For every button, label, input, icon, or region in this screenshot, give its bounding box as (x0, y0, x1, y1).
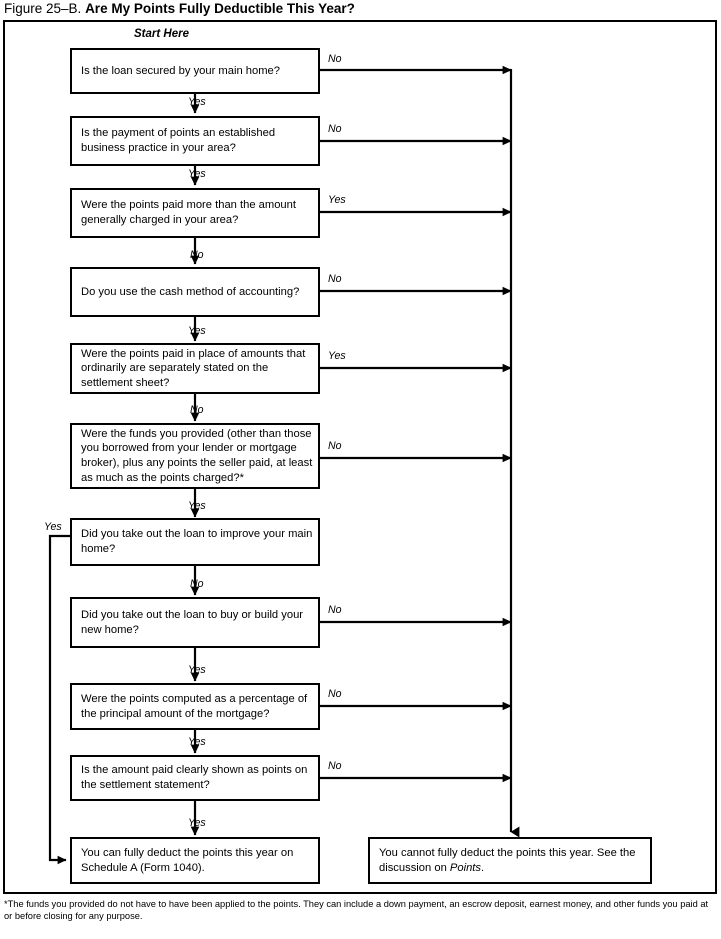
branch-label-q5-no: No (190, 404, 204, 416)
branch-label-q2-yes: Yes (188, 168, 206, 180)
decision-node-q3[interactable]: Were the points paid more than the amoun… (70, 188, 320, 238)
branch-label-q4-no: No (328, 273, 342, 285)
footnote-text: *The funds you provided do not have to h… (4, 899, 709, 921)
decision-node-q5[interactable]: Were the points paid in place of amounts… (70, 343, 320, 394)
outcome-node-not-deductible[interactable]: You cannot fully deduct the points this … (368, 837, 652, 884)
branch-label-q10-no: No (328, 760, 342, 772)
figure-number: Figure 25–B. (4, 1, 82, 16)
node-text: Were the points computed as a percentage… (81, 692, 308, 720)
node-text: Were the points paid more than the amoun… (81, 199, 296, 226)
branch-label-q9-yes: Yes (188, 736, 206, 748)
decision-node-q1[interactable]: Is the loan secured by your main home? (70, 48, 320, 94)
branch-label-q2-no: No (328, 123, 342, 135)
branch-label-q5-yes: Yes (328, 350, 346, 362)
node-text: Did you take out the loan to buy or buil… (81, 608, 304, 636)
branch-label-q7-yes: Yes (44, 521, 62, 533)
node-text: Do you use the cash method of accounting… (81, 285, 300, 298)
branch-label-q1-yes: Yes (188, 96, 206, 108)
node-text: Did you take out the loan to improve you… (81, 528, 313, 555)
branch-label-q9-no: No (328, 688, 342, 700)
branch-label-q4-yes: Yes (188, 325, 206, 337)
decision-node-q4[interactable]: Do you use the cash method of accounting… (70, 267, 320, 317)
decision-node-q9[interactable]: Were the points computed as a percentage… (70, 683, 320, 730)
branch-label-q10-yes: Yes (188, 817, 206, 829)
node-text: Were the points paid in place of amounts… (81, 347, 306, 389)
branch-label-q6-no: No (328, 440, 342, 452)
outcome-node-deductible[interactable]: You can fully deduct the points this yea… (70, 837, 320, 884)
node-text: Were the funds you provided (other than … (81, 427, 313, 484)
branch-label-q3-no: No (190, 249, 204, 261)
branch-label-q7-no: No (190, 578, 204, 590)
node-text: Is the amount paid clearly shown as poin… (81, 764, 308, 791)
branch-label-q3-yes: Yes (328, 194, 346, 206)
node-text: You can fully deduct the points this yea… (81, 846, 294, 874)
figure-title: Figure 25–B. Are My Points Fully Deducti… (4, 0, 717, 18)
node-text: Is the payment of points an established … (81, 127, 276, 154)
outcome-text-part2: . (481, 861, 485, 874)
branch-label-q8-yes: Yes (188, 664, 206, 676)
start-here-label: Start Here (134, 28, 189, 40)
decision-node-q8[interactable]: Did you take out the loan to buy or buil… (70, 597, 320, 648)
branch-label-q8-no: No (328, 604, 342, 616)
decision-node-q10[interactable]: Is the amount paid clearly shown as poin… (70, 755, 320, 801)
node-text: Is the loan secured by your main home? (81, 64, 280, 77)
decision-node-q7[interactable]: Did you take out the loan to improve you… (70, 518, 320, 566)
node-text: You cannot fully deduct the points this … (379, 846, 650, 875)
outcome-text-part1: You cannot fully deduct the points this … (379, 846, 636, 874)
branch-label-q1-no: No (328, 53, 342, 65)
page-title: Are My Points Fully Deductible This Year… (85, 1, 355, 16)
outcome-text-emphasis: Points (449, 861, 481, 874)
decision-node-q2[interactable]: Is the payment of points an established … (70, 116, 320, 166)
branch-label-q6-yes: Yes (188, 500, 206, 512)
footnote: *The funds you provided do not have to h… (4, 899, 718, 922)
decision-node-q6[interactable]: Were the funds you provided (other than … (70, 423, 320, 489)
